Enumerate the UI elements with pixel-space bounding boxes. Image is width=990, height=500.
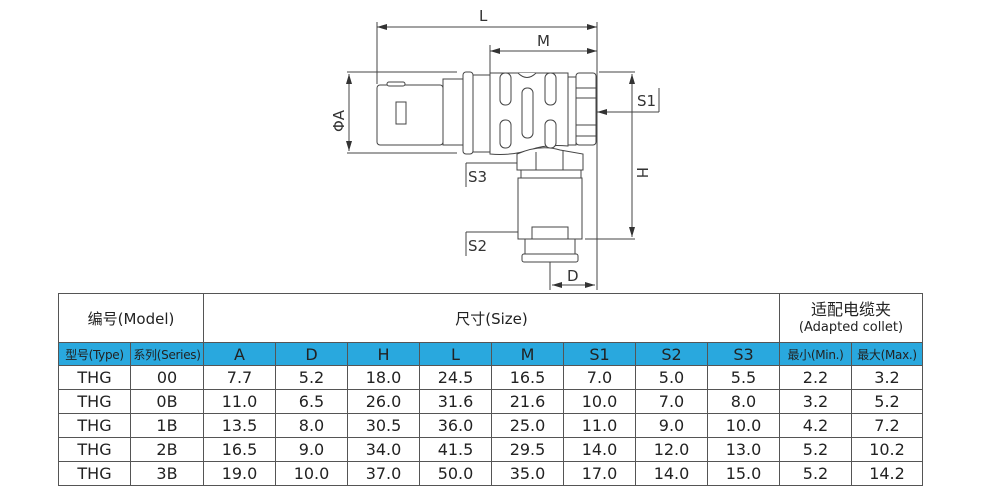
cell: 30.5 (347, 413, 420, 438)
cell: 29.5 (491, 437, 564, 462)
col-A: A (203, 342, 276, 366)
cell: 8.0 (275, 413, 348, 438)
cell: 9.0 (635, 413, 708, 438)
cell: 12.0 (635, 437, 708, 462)
cell: 17.0 (563, 461, 636, 486)
cell: 10.0 (563, 389, 636, 414)
cell: 13.0 (707, 437, 780, 462)
dim-label-S1: S1 (637, 92, 656, 110)
cell: 21.6 (491, 389, 564, 414)
cell: 11.0 (563, 413, 636, 438)
cell: 4.2 (779, 413, 852, 438)
connector-drawing: L M ΦA S1 H S3 S2 D (330, 7, 660, 290)
model-header: 编号(Model) (58, 293, 204, 343)
cell: 8.0 (707, 389, 780, 414)
cell: THG (58, 461, 131, 486)
col-max: 最大(Max.) (851, 342, 923, 366)
cell: 16.5 (203, 437, 276, 462)
cell: THG (58, 413, 131, 438)
cell: 31.6 (419, 389, 492, 414)
cell: 41.5 (419, 437, 492, 462)
cell: 50.0 (419, 461, 492, 486)
cell: 5.2 (275, 365, 348, 390)
cell: 7.0 (635, 389, 708, 414)
cell: 6.5 (275, 389, 348, 414)
cell: 10.2 (851, 437, 923, 462)
cell: 5.5 (707, 365, 780, 390)
cell: 3.2 (851, 365, 923, 390)
collet-header-en: (Adapted collet) (798, 320, 904, 335)
cell: 9.0 (275, 437, 348, 462)
cell: 10.0 (707, 413, 780, 438)
cell: 7.7 (203, 365, 276, 390)
cell: 2B (130, 437, 204, 462)
table-column-header: 型号(Type) 系列(Series) A D H L M S1 S2 S3 最… (58, 342, 923, 366)
cell: 36.0 (419, 413, 492, 438)
cell: 34.0 (347, 437, 420, 462)
cell: 35.0 (491, 461, 564, 486)
table-group-header: 编号(Model) 尺寸(Size) 适配电缆夹 (Adapted collet… (58, 293, 923, 343)
cell: 18.0 (347, 365, 420, 390)
cell: THG (58, 437, 131, 462)
spec-table: 编号(Model) 尺寸(Size) 适配电缆夹 (Adapted collet… (58, 293, 923, 486)
cell: 25.0 (491, 413, 564, 438)
cell: THG (58, 365, 131, 390)
cell: 14.0 (635, 461, 708, 486)
cell: 13.5 (203, 413, 276, 438)
cell: 14.2 (851, 461, 923, 486)
cell: 5.2 (779, 461, 852, 486)
cell: THG (58, 389, 131, 414)
cell: 14.0 (563, 437, 636, 462)
col-H: H (347, 342, 420, 366)
cell: 10.0 (275, 461, 348, 486)
dim-label-M: M (537, 32, 550, 50)
cell: 11.0 (203, 389, 276, 414)
cell: 5.2 (851, 389, 923, 414)
cell: 00 (130, 365, 204, 390)
col-M: M (491, 342, 564, 366)
cell: 26.0 (347, 389, 420, 414)
dim-label-H: H (633, 167, 651, 178)
dim-label-S3: S3 (468, 168, 487, 186)
cell: 19.0 (203, 461, 276, 486)
cell: 37.0 (347, 461, 420, 486)
cell: 5.2 (779, 437, 852, 462)
size-header: 尺寸(Size) (203, 293, 780, 343)
cell: 5.0 (635, 365, 708, 390)
cell: 7.2 (851, 413, 923, 438)
cell: 15.0 (707, 461, 780, 486)
dim-label-A: ΦA (330, 109, 348, 132)
col-series: 系列(Series) (130, 342, 204, 366)
cell: 2.2 (779, 365, 852, 390)
cell: 7.0 (563, 365, 636, 390)
dim-label-L: L (479, 7, 488, 25)
cell: 3B (130, 461, 204, 486)
dim-label-D: D (567, 267, 579, 285)
cell: 1B (130, 413, 204, 438)
cell: 3.2 (779, 389, 852, 414)
col-L: L (419, 342, 492, 366)
col-S1: S1 (563, 342, 636, 366)
collet-header: 适配电缆夹 (Adapted collet) (779, 293, 923, 343)
collet-header-cn: 适配电缆夹 (810, 300, 891, 319)
cell: 0B (130, 389, 204, 414)
cell: 16.5 (491, 365, 564, 390)
col-type: 型号(Type) (58, 342, 131, 366)
col-D: D (275, 342, 348, 366)
col-S3: S3 (707, 342, 780, 366)
dim-label-S2: S2 (468, 237, 487, 255)
col-S2: S2 (635, 342, 708, 366)
cell: 24.5 (419, 365, 492, 390)
col-min: 最小(Min.) (779, 342, 852, 366)
